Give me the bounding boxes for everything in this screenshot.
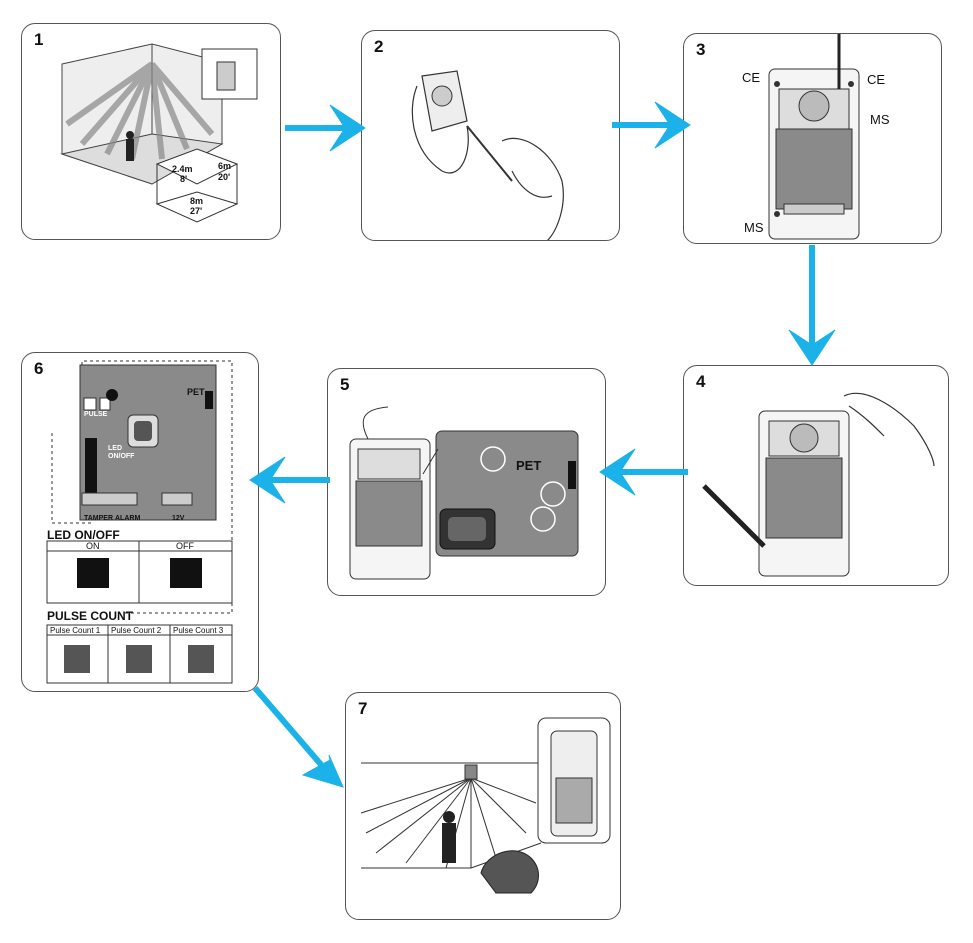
step-number: 4 [696, 372, 706, 391]
step-number: 2 [374, 37, 384, 56]
height-label-ft: 8' [180, 174, 188, 184]
step-4-panel: 4 [683, 365, 949, 586]
tamper-label: TAMPER [84, 515, 114, 522]
height-label-m: 2.4m [172, 164, 193, 174]
pulse-count-title: PULSE COUNT [47, 609, 134, 623]
v12-label: 12V [172, 515, 185, 522]
step-3-panel: 3 CE CE MS MS [683, 33, 942, 244]
step-5-panel: 5 PET [327, 368, 606, 596]
step-1-panel: 1 2.4m 8' 6m 20' 8m 27' [21, 23, 281, 240]
arrow-6-to-7 [301, 754, 344, 788]
detector-base-illustration [768, 34, 860, 240]
led-on-label: ON [86, 541, 100, 551]
width-label-ft: 20' [218, 172, 231, 182]
ms-label-right: MS [870, 112, 890, 127]
depth-label-m: 8m [190, 196, 204, 206]
arrow-3-to-4 [788, 329, 836, 366]
pet-immune-coverage-illustration [360, 717, 611, 894]
open-cover-illustration [411, 70, 564, 240]
step-number: 7 [358, 699, 368, 718]
pulse-jumper-label: PULSE [84, 411, 108, 418]
step-number: 5 [340, 375, 350, 394]
pet-label: PET [516, 458, 542, 473]
led-onoff-title: LED ON/OFF [47, 528, 120, 542]
mount-detector-illustration [702, 392, 935, 577]
pulse-count-1-label: Pulse Count 1 [50, 626, 101, 635]
pulse-count-2-label: Pulse Count 2 [111, 626, 162, 635]
step-6-panel: 6 PET LED ON/OFF PULSE TAMPER ALARM 12V … [21, 352, 259, 692]
pet-jumper-label: PET [187, 387, 205, 397]
alarm-label: ALARM [115, 515, 141, 522]
onoff-jumper-label: ON/OFF [108, 453, 135, 460]
ms-label-bottom: MS [744, 220, 764, 235]
board-settings-illustration [46, 360, 233, 684]
depth-label-ft: 27' [190, 206, 203, 216]
led-off-label: OFF [176, 541, 194, 551]
width-label-m: 6m [218, 161, 232, 171]
pulse-count-3-label: Pulse Count 3 [173, 626, 224, 635]
step-number: 6 [34, 359, 44, 378]
step-2-panel: 2 [361, 30, 620, 241]
step-number: 3 [696, 40, 706, 59]
step-7-panel: 7 [345, 692, 621, 920]
ce-label-right: CE [867, 72, 886, 87]
ce-label-left: CE [742, 70, 761, 85]
pet-jumper-illustration [349, 406, 579, 580]
step-number: 1 [34, 30, 44, 49]
led-jumper-label: LED [108, 445, 122, 452]
room-coverage-illustration [60, 43, 258, 223]
arrow-1-to-2 [329, 104, 366, 152]
